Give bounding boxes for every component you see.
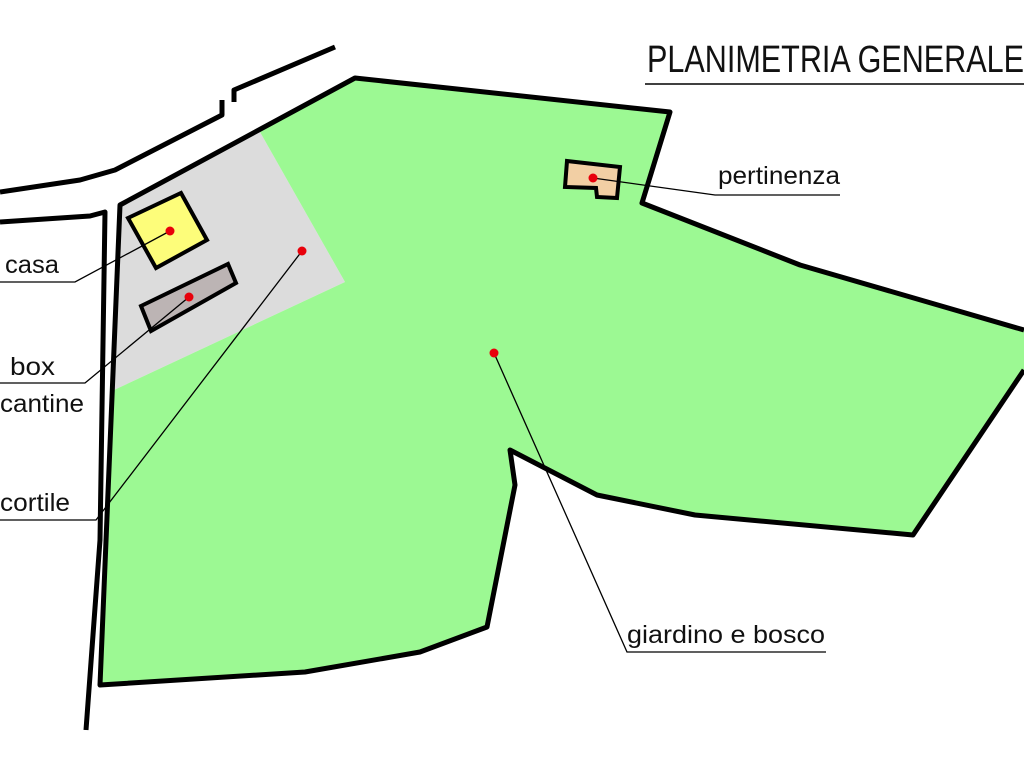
- marker-giardino: [489, 348, 499, 358]
- property-boundary: [97, 75, 1024, 688]
- marker-box: [184, 292, 194, 302]
- road-edge-north-lower: [0, 100, 225, 195]
- label-box: box: [10, 353, 56, 381]
- marker-pertinenza: [588, 173, 598, 183]
- marker-cortile: [297, 246, 307, 256]
- leader-box: [0, 296, 190, 384]
- marker-casa: [165, 226, 175, 236]
- page-title: PLANIMETRIA GENERALE: [647, 39, 1024, 81]
- giardino-area: [100, 78, 1024, 685]
- label-pertinenza: pertinenza: [718, 162, 840, 190]
- label-cortile: cortile: [0, 489, 70, 517]
- leader-cortile: [0, 250, 303, 521]
- leader-giardino: [493, 352, 826, 653]
- leader-pertinenza: [592, 177, 840, 196]
- label-casa: casa: [5, 251, 59, 279]
- leader-casa: [0, 230, 171, 283]
- label-cantine: cantine: [0, 390, 84, 418]
- road-edge-north-upper: [231, 44, 336, 102]
- label-giardino: giardino e bosco: [627, 621, 825, 649]
- road-edge-west: [0, 209, 108, 731]
